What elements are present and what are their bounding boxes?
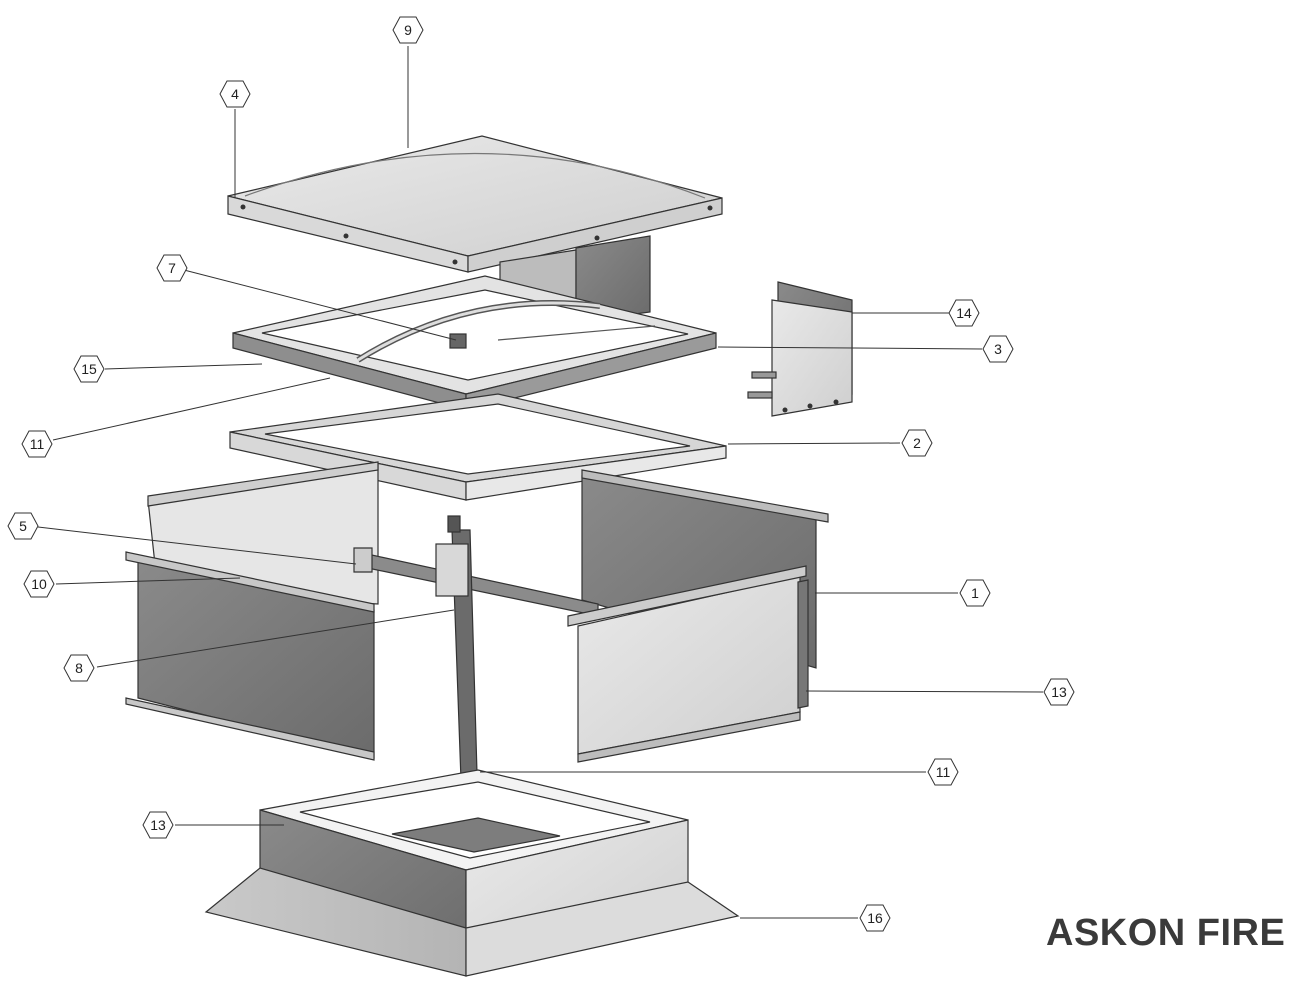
- callout-label: 2: [913, 435, 921, 451]
- brand-logo: ASKON FIRE: [1046, 912, 1286, 954]
- side-panel-front-right: [567, 565, 809, 763]
- callout-4: 4: [219, 80, 251, 108]
- callout-label: 7: [168, 260, 176, 276]
- callout-label: 1: [971, 585, 979, 601]
- callout-8: 8: [63, 654, 95, 682]
- callout-label: 11: [30, 436, 45, 452]
- callout-label: 4: [231, 86, 239, 102]
- callout-label: 14: [956, 305, 972, 321]
- callout-label: 3: [994, 341, 1002, 357]
- callout-label: 8: [75, 660, 83, 676]
- callout-10: 10: [23, 570, 55, 598]
- callout-13-left: 13: [142, 811, 174, 839]
- callout-2: 2: [901, 429, 933, 457]
- callout-label: 5: [19, 518, 27, 534]
- side-panel-front-left: [125, 551, 375, 761]
- callout-7: 7: [156, 254, 188, 282]
- dome-cover: [227, 135, 723, 273]
- callout-5: 5: [7, 512, 39, 540]
- callout-15: 15: [73, 355, 105, 383]
- hinge-bracket: [747, 281, 853, 417]
- callout-11-lower: 11: [927, 758, 959, 786]
- callout-3: 3: [982, 335, 1014, 363]
- callout-16: 16: [859, 904, 891, 932]
- callout-label: 9: [404, 22, 412, 38]
- base-flashing: [204, 867, 740, 977]
- opener-bar: [353, 515, 599, 809]
- callout-9: 9: [392, 16, 424, 44]
- callout-label: 13: [1051, 684, 1067, 700]
- callout-13-right: 13: [1043, 678, 1075, 706]
- callout-label: 13: [150, 817, 166, 833]
- callout-11-upper: 11: [21, 430, 53, 458]
- callout-label: 11: [936, 764, 951, 780]
- callout-1: 1: [959, 579, 991, 607]
- callout-label: 10: [31, 576, 47, 592]
- upper-frame: [232, 275, 717, 411]
- callout-label: 15: [81, 361, 97, 377]
- callout-14: 14: [948, 299, 980, 327]
- callout-label: 16: [867, 910, 883, 926]
